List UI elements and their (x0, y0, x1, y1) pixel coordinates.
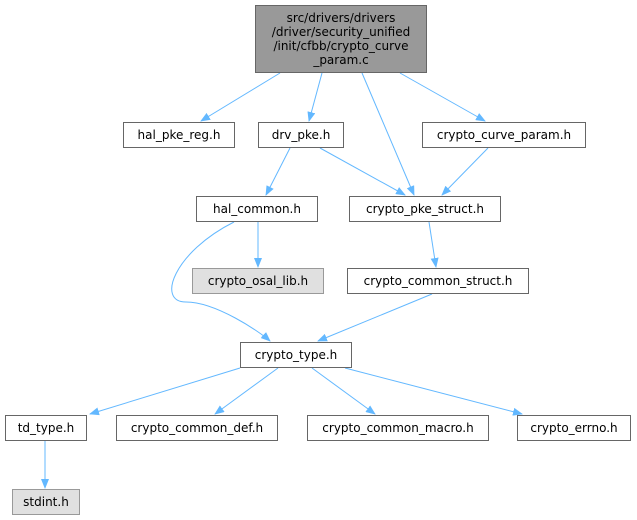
root-line-2: /driver/security_unified (271, 25, 411, 39)
edge-drv-pke-to-hal-common (265, 147, 291, 196)
root-file-node: src/drivers/drivers /driver/security_uni… (255, 5, 427, 73)
edge-crypto-type-to-crypto-common-macro (311, 367, 376, 415)
node-stdint: stdint.h (12, 489, 80, 515)
node-crypto-type[interactable]: crypto_type.h (240, 342, 352, 368)
edges-layer (41, 72, 523, 489)
edge-crypto-type-to-crypto-errno (344, 367, 523, 416)
edge-root-to-hal-pke-reg (200, 72, 281, 122)
node-drv-pke[interactable]: drv_pke.h (258, 122, 344, 148)
edge-root-to-crypto-curve-param (399, 72, 486, 122)
node-td-type[interactable]: td_type.h (5, 415, 87, 441)
edge-crypto-pke-struct-to-crypto-common-struct (428, 221, 439, 268)
node-crypto-common-macro[interactable]: crypto_common_macro.h (307, 415, 489, 441)
edge-drv-pke-to-crypto-pke-struct (319, 147, 406, 196)
edge-crypto-curve-param-to-crypto-pke-struct (441, 147, 489, 196)
root-line-3: /init/cfbb/crypto_curve (273, 39, 409, 53)
node-crypto-errno[interactable]: crypto_errno.h (517, 415, 631, 441)
node-hal-common[interactable]: hal_common.h (196, 196, 318, 222)
root-line-1: src/drivers/drivers (286, 11, 396, 25)
edge-crypto-type-to-crypto-common-def (214, 367, 279, 415)
edge-hal-common-to-crypto-type (171, 221, 271, 342)
node-crypto-osal-lib: crypto_osal_lib.h (192, 268, 324, 294)
edge-root-to-crypto-pke-struct (361, 72, 415, 196)
root-line-4: _param.c (313, 53, 369, 67)
node-crypto-common-def[interactable]: crypto_common_def.h (116, 415, 278, 441)
node-hal-pke-reg[interactable]: hal_pke_reg.h (123, 122, 235, 148)
node-crypto-common-struct[interactable]: crypto_common_struct.h (347, 268, 529, 294)
edge-root-to-drv-pke (307, 72, 323, 122)
edge-crypto-type-to-td-type (89, 367, 241, 416)
node-crypto-curve-param[interactable]: crypto_curve_param.h (422, 122, 586, 148)
edge-crypto-common-struct-to-crypto-type (317, 293, 433, 342)
node-crypto-pke-struct[interactable]: crypto_pke_struct.h (349, 196, 501, 222)
